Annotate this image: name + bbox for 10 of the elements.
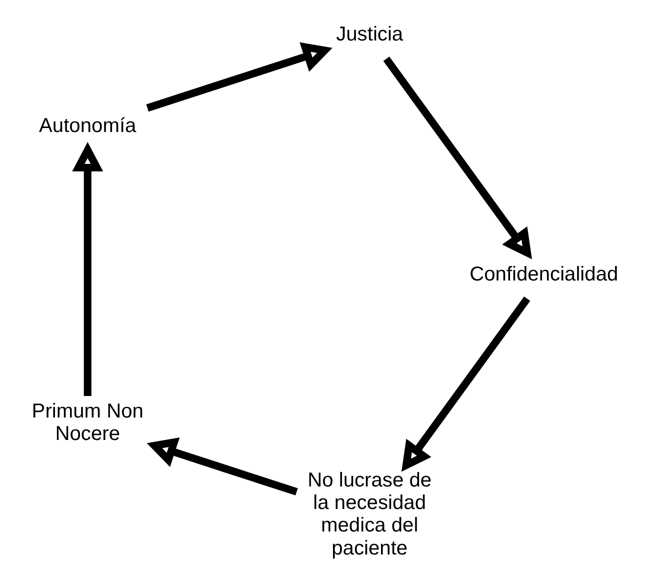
arrow [146,42,332,112]
node-text: Primum Non Nocere [32,400,144,445]
arrow [146,438,298,496]
arrow [401,296,530,472]
node-text: Justicia [336,24,404,46]
arrow [72,142,104,396]
node-text: Autonomía [39,115,136,138]
node-text: Confidencialidad [470,263,618,286]
arrow [383,56,532,260]
node-text: No lucrase de la necesidad medica del paciente [308,469,432,560]
